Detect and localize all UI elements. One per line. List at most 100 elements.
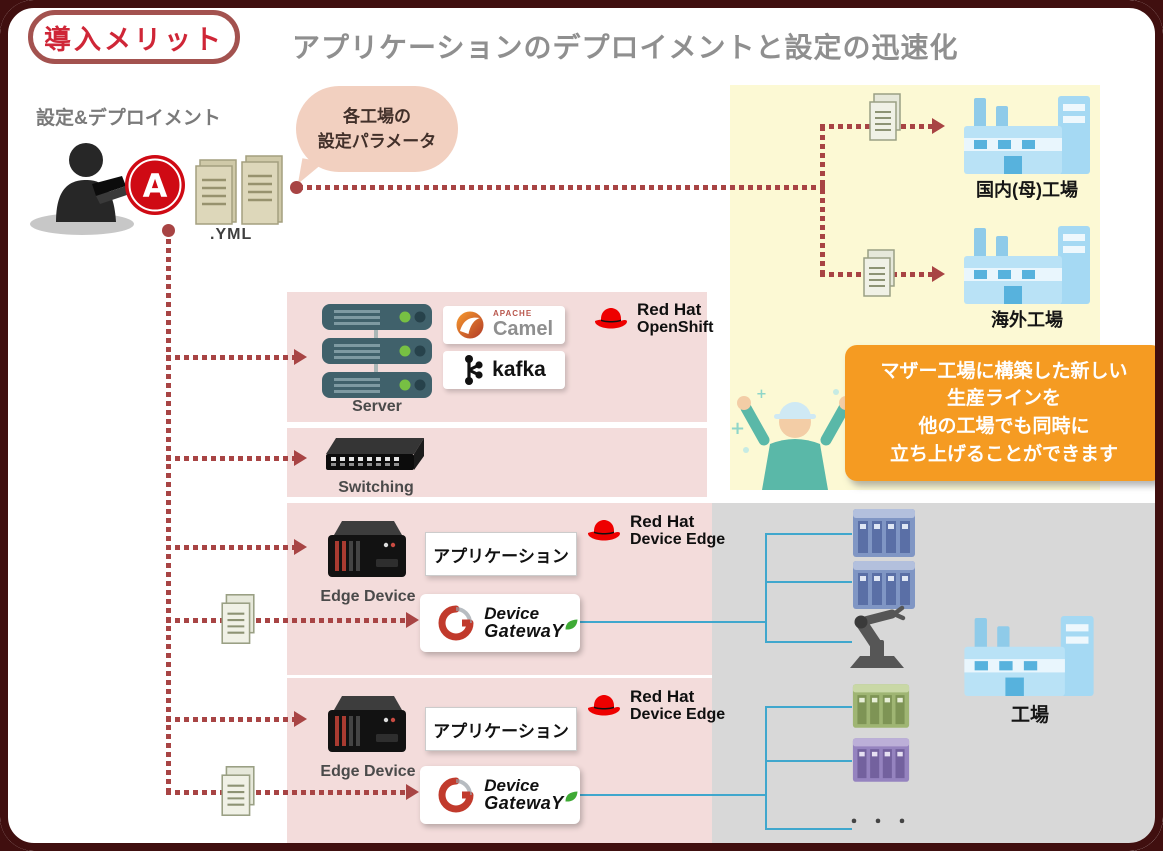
device-gateway-swirl-icon (438, 605, 474, 641)
application-box: アプリケーション (425, 707, 577, 751)
network-switch-icon (326, 438, 424, 470)
camel-logo-box: APACHE Camel (443, 306, 565, 344)
network-line (765, 581, 852, 583)
merit-badge: 導入メリット (28, 10, 240, 64)
speech-bubble: 各工場の 設定パラメータ (296, 86, 458, 172)
factory-label: 工場 (1010, 705, 1049, 726)
page-title: アプリケーションのデプロイメントと設定の迅速化 (292, 32, 959, 63)
yaml-files-icon (195, 155, 283, 225)
overseas-factory-label: 海外工場 (991, 310, 1063, 330)
factory-icon (964, 616, 1094, 696)
redhat-device-edge-logo: Red Hat Device Edge (585, 687, 725, 724)
arrow-head (406, 612, 419, 628)
operator-icon (30, 143, 134, 235)
network-line (765, 533, 767, 643)
kafka-logo-box: kafka (443, 351, 565, 389)
dotted-line (166, 545, 294, 550)
leaf-icon (565, 619, 578, 630)
leaf-icon (565, 791, 578, 802)
dotted-line (166, 355, 294, 360)
callout-line-3: 他の工場でも同時に (918, 416, 1090, 437)
callout-line-4: 立ち上げることができます (889, 443, 1118, 465)
redhat-product-label: Device Edge (630, 531, 726, 549)
overseas-factory-icon (964, 226, 1090, 304)
dotted-line (166, 717, 294, 722)
network-line (580, 794, 767, 796)
network-line (765, 706, 767, 830)
config-doc-icon (863, 249, 895, 297)
config-deploy-label: 設定&デプロイメント (36, 108, 221, 129)
server-rack-icon (322, 304, 432, 398)
network-line (765, 760, 852, 762)
arrow-head (294, 711, 307, 727)
bubble-line-2: 設定パラメータ (317, 132, 437, 151)
domestic-factory-icon (964, 96, 1090, 174)
arrow-head (932, 266, 945, 282)
svg-text:+: + (756, 387, 767, 402)
bubble-line-1: 各工場の (343, 106, 411, 126)
callout-line-2: 生産ラインを (946, 388, 1061, 410)
dotted-line (166, 230, 171, 796)
red-hat-icon (595, 308, 627, 329)
domestic-factory-label: 国内(母)工場 (976, 180, 1078, 200)
device-gateway-logo-box: Device GatewaY (420, 594, 580, 652)
device-gateway-swirl-icon (438, 777, 474, 813)
plc-icon-blue (853, 509, 915, 557)
camel-logo-icon (456, 311, 484, 339)
ansible-icon: A (125, 155, 185, 215)
plc-icon-green (852, 684, 910, 728)
edge-device-label: Edge Device (320, 763, 416, 780)
gateway-line-2: GatewaY (484, 793, 564, 814)
network-line (765, 641, 852, 643)
plc-icon-blue (853, 561, 915, 609)
gateway-line-2: GatewaY (484, 621, 564, 642)
network-line (765, 533, 852, 535)
merit-badge-label: 導入メリット (44, 24, 224, 55)
dotted-line (298, 185, 825, 190)
arrow-head (294, 450, 307, 466)
redhat-brand-label: Red Hat (630, 687, 695, 706)
celebrating-person-icon: ++++ (730, 387, 863, 490)
edge-device-icon (328, 521, 406, 577)
arrow-head (294, 349, 307, 365)
gateway-line-1: Device (484, 603, 540, 623)
redhat-device-edge-logo: Red Hat Device Edge (585, 512, 725, 549)
redhat-product-label: Device Edge (630, 706, 726, 724)
dotted-line (166, 456, 294, 461)
network-line (580, 621, 767, 623)
red-hat-icon (588, 695, 620, 716)
robot-arm-icon (850, 605, 906, 668)
config-doc-icon (221, 594, 255, 644)
network-line (765, 706, 852, 708)
network-line (765, 828, 852, 830)
svg-text:A: A (143, 167, 168, 205)
kafka-name-label: kafka (492, 358, 546, 381)
redhat-brand-label: Red Hat (637, 300, 702, 319)
redhat-openshift-logo: Red Hat OpenShift (592, 300, 713, 337)
camel-name-label: Camel (492, 317, 554, 340)
dotted-line (820, 126, 825, 278)
svg-text:+: + (730, 418, 745, 439)
kafka-logo-icon (465, 355, 483, 385)
red-hat-icon (588, 520, 620, 541)
application-label: アプリケーション (433, 721, 569, 741)
arrow-head (932, 118, 945, 134)
device-gateway-logo-box: Device GatewaY (420, 766, 580, 824)
arrow-origin-dot (290, 181, 303, 194)
edge-device-icon (328, 696, 406, 752)
camel-vendor-label: APACHE (492, 309, 533, 319)
config-doc-icon (221, 766, 255, 816)
redhat-product-label: OpenShift (637, 319, 714, 337)
gateway-line-1: Device (484, 775, 540, 795)
application-label: アプリケーション (433, 546, 569, 566)
yml-label: .YML (210, 226, 253, 243)
redhat-brand-label: Red Hat (630, 512, 695, 531)
plc-icon-purple (852, 738, 910, 782)
arrow-head (406, 784, 419, 800)
dotted-line (166, 618, 406, 623)
application-box: アプリケーション (425, 532, 577, 576)
config-doc-icon (869, 93, 901, 141)
more-devices-ellipsis: ・・・ (845, 812, 917, 832)
server-label: Server (352, 398, 402, 415)
